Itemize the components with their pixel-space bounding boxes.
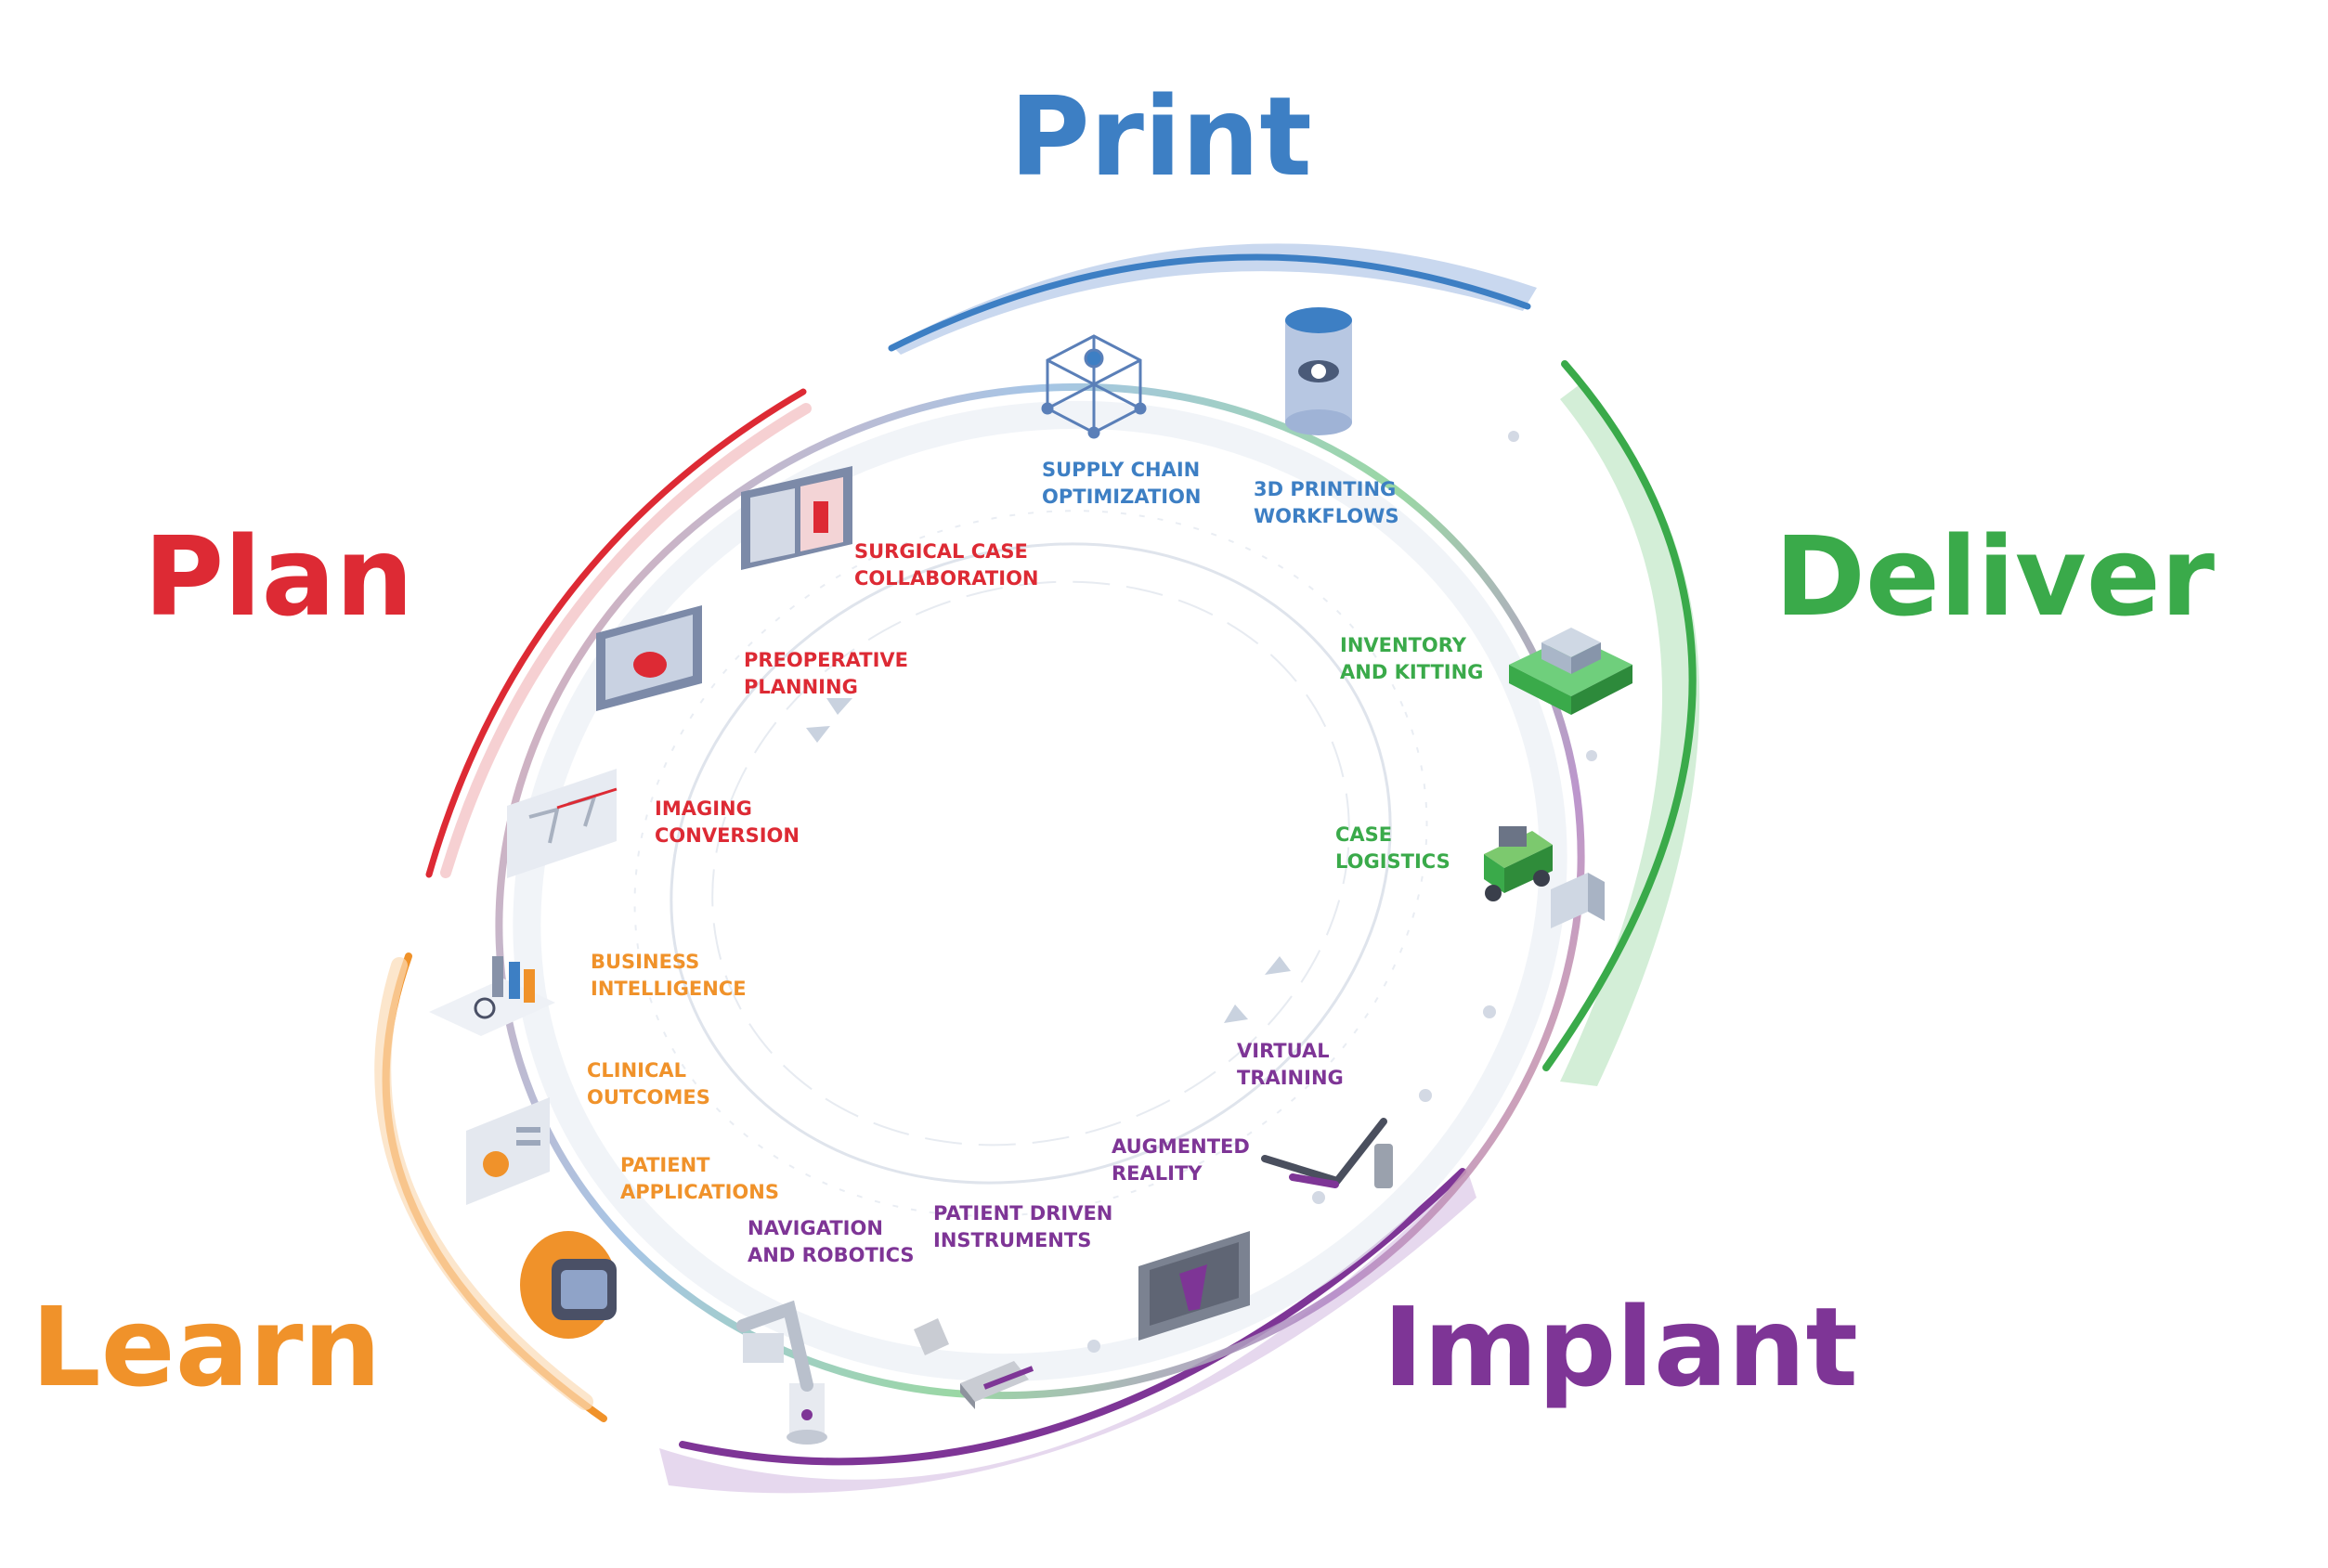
- step-label-line: SUPPLY CHAIN: [1042, 459, 1200, 481]
- step-business-intelligence: BUSINESS INTELLIGENCE: [591, 951, 747, 1000]
- arrow-marker: [1265, 956, 1291, 975]
- 3d-printer-icon: [1285, 307, 1352, 435]
- deliver-arc: [1542, 360, 1697, 1071]
- step-case-logistics: CASE LOGISTICS: [1335, 823, 1450, 873]
- step-label-line: TRAINING: [1237, 1067, 1344, 1089]
- step-label-line: PATIENT: [620, 1154, 710, 1176]
- implant-arc: [679, 1168, 1466, 1466]
- step-label-line: INVENTORY: [1340, 634, 1467, 656]
- deliver-arc-band: [1560, 385, 1700, 1086]
- imaging-screen-icon: [507, 769, 618, 878]
- plan-arc-band: [440, 403, 812, 878]
- step-label-line: OUTCOMES: [587, 1086, 710, 1108]
- inner-rings: [633, 510, 1428, 1217]
- step-label-line: BUSINESS: [591, 951, 699, 973]
- instrument-icon: [914, 1318, 1034, 1409]
- step-label-line: PREOPERATIVE: [744, 649, 908, 671]
- step-label-line: SURGICAL CASE: [854, 540, 1028, 563]
- step-label-line: LOGISTICS: [1335, 850, 1450, 873]
- arrow-marker: [806, 726, 830, 743]
- collaboration-tablet-icon: [741, 466, 852, 570]
- dashboard-icon: [466, 1097, 550, 1205]
- step-patient-driven: PATIENT DRIVEN INSTRUMENTS: [933, 1202, 1112, 1251]
- phase-implant-title: Implant: [1383, 1283, 1858, 1411]
- step-preoperative-planning: PREOPERATIVE PLANNING: [744, 649, 908, 698]
- step-label-line: CASE: [1335, 823, 1392, 846]
- step-label-line: PLANNING: [744, 676, 858, 698]
- step-patient-apps: PATIENT APPLICATIONS: [620, 1154, 779, 1203]
- step-label-line: AND ROBOTICS: [748, 1244, 915, 1266]
- step-label-line: CONVERSION: [655, 824, 800, 847]
- step-label-line: WORKFLOWS: [1254, 505, 1399, 527]
- ar-glasses-icon: [1261, 1118, 1393, 1188]
- step-label-line: 3D PRINTING: [1254, 478, 1396, 500]
- phase-deliver-title: Deliver: [1775, 512, 2215, 641]
- step-label-line: AUGMENTED: [1112, 1135, 1250, 1158]
- step-navigation: NAVIGATION AND ROBOTICS: [748, 1217, 915, 1266]
- print-arc-band: [891, 243, 1537, 355]
- smartwatch-icon: [520, 1231, 617, 1339]
- step-label-line: INSTRUMENTS: [933, 1229, 1091, 1251]
- arrow-marker: [1224, 1004, 1248, 1023]
- step-inventory: INVENTORY AND KITTING: [1340, 634, 1483, 683]
- step-3d-printing: 3D PRINTING WORKFLOWS: [1254, 478, 1399, 527]
- step-label-line: OPTIMIZATION: [1042, 486, 1202, 508]
- plan-arc: [425, 388, 807, 878]
- step-virtual-training: VIRTUAL TRAINING: [1237, 1040, 1344, 1089]
- step-surgical-case: SURGICAL CASE COLLABORATION: [854, 540, 1039, 590]
- step-label-line: NAVIGATION: [748, 1217, 883, 1239]
- robot-arm-icon: [736, 1300, 827, 1445]
- outer-arcs: [374, 243, 1700, 1494]
- analytics-chart-icon: [429, 956, 555, 1036]
- decorative-dots: [1087, 431, 1597, 1353]
- step-clinical-outcomes: CLINICAL OUTCOMES: [587, 1059, 710, 1108]
- forklift-icon: [1484, 826, 1605, 928]
- inventory-box-icon: [1509, 628, 1632, 715]
- step-label-line: CLINICAL: [587, 1059, 686, 1082]
- step-augmented-reality: AUGMENTED REALITY: [1112, 1135, 1250, 1185]
- step-label-line: COLLABORATION: [854, 567, 1039, 590]
- step-label-line: AND KITTING: [1340, 661, 1483, 683]
- step-supply-chain: SUPPLY CHAIN OPTIMIZATION: [1042, 459, 1202, 508]
- knee-planning-tablet-icon: [596, 605, 702, 711]
- step-label-line: APPLICATIONS: [620, 1181, 779, 1203]
- cube-network-icon: [1041, 334, 1147, 439]
- implant-screen-icon: [1138, 1231, 1250, 1341]
- step-label-line: VIRTUAL: [1237, 1040, 1330, 1062]
- learn-arc-band: [374, 957, 593, 1410]
- arrow-marker: [826, 698, 852, 715]
- step-label-line: PATIENT DRIVEN: [933, 1202, 1112, 1225]
- phase-learn-title: Learn: [31, 1283, 381, 1411]
- phase-plan-title: Plan: [144, 512, 414, 641]
- print-arc: [888, 253, 1531, 352]
- step-label-line: REALITY: [1112, 1162, 1203, 1185]
- step-label-line: IMAGING: [655, 797, 752, 820]
- step-label-line: INTELLIGENCE: [591, 978, 747, 1000]
- step-imaging-conversion: IMAGING CONVERSION: [655, 797, 800, 847]
- phase-print-title: Print: [1009, 72, 1312, 201]
